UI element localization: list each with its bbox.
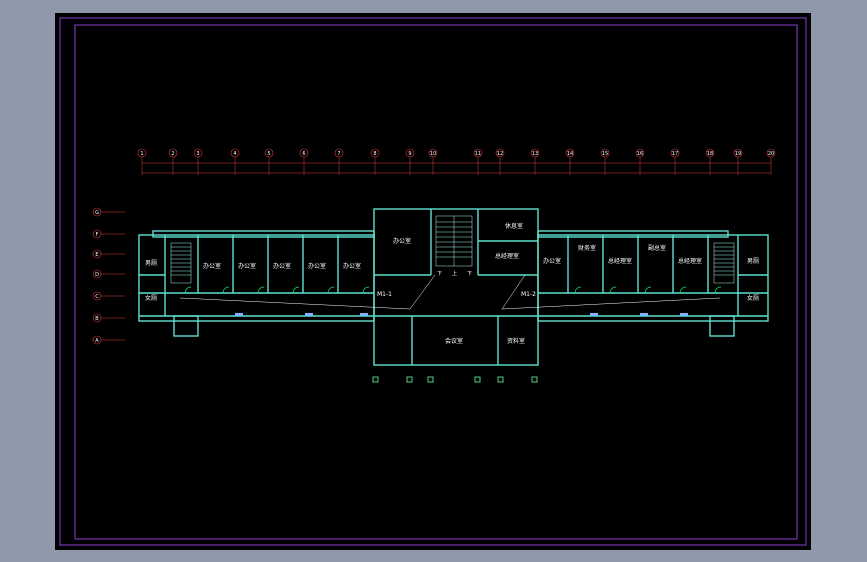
- axis-number-20: 20: [768, 151, 774, 157]
- row-letter-F: F: [96, 232, 99, 238]
- axis-number-12: 12: [497, 151, 503, 157]
- row-letter-E: E: [95, 252, 98, 258]
- room-label-office-4: 办公室: [308, 262, 326, 270]
- row-bubbles: G F E D C B A: [92, 207, 125, 345]
- row-bubble-B: B: [92, 313, 125, 323]
- axis-number-13: 13: [532, 151, 538, 157]
- room-label-office-1: 办公室: [203, 262, 221, 270]
- axis-number-11: 11: [475, 151, 481, 157]
- axis-bubble-18: 18: [705, 148, 715, 175]
- room-label-mens-toilet-left: 男厕: [145, 260, 157, 267]
- axis-bubble-10: 10: [428, 148, 438, 175]
- room-label-office-3: 办公室: [273, 262, 291, 270]
- axis-number-5: 5: [267, 151, 270, 157]
- left-porch: [173, 315, 199, 337]
- room-label-meeting-room: 会议室: [445, 337, 463, 345]
- axis-bubble-5: 5: [264, 148, 274, 175]
- room-label-womens-toilet-left: 女厕: [145, 294, 157, 302]
- axis-number-1: 1: [140, 151, 143, 157]
- center-stair: [435, 215, 473, 267]
- inner-frame: [74, 24, 798, 540]
- axis-bubble-12: 12: [495, 148, 505, 175]
- door-label-right: M1-2: [521, 291, 536, 298]
- row-letter-C: C: [95, 294, 99, 300]
- axis-bubble-9: 9: [405, 148, 415, 175]
- row-letter-D: D: [95, 272, 99, 278]
- axis-bubble-2: 2: [168, 148, 178, 175]
- axis-bubble-17: 17: [670, 148, 680, 175]
- right-wing-north-wall: [537, 230, 729, 238]
- axis-number-2: 2: [171, 151, 174, 157]
- right-wing-outline: [537, 234, 769, 322]
- axis-number-19: 19: [735, 151, 741, 157]
- axis-number-3: 3: [196, 151, 199, 157]
- row-letter-A: A: [95, 338, 99, 344]
- axis-number-8: 8: [373, 151, 376, 157]
- axis-number-15: 15: [602, 151, 608, 157]
- axis-bubble-8: 8: [370, 148, 380, 175]
- windows: [235, 313, 688, 316]
- axis-number-10: 10: [430, 151, 436, 157]
- stair-down-label-2: 下: [467, 271, 472, 277]
- row-bubble-G: G: [92, 207, 125, 217]
- room-label-rest-room: 休息室: [505, 222, 523, 230]
- room-label-center-gm: 总经理室: [495, 252, 519, 260]
- row-letter-B: B: [95, 316, 99, 322]
- axis-number-4: 4: [233, 151, 236, 157]
- row-bubble-A: A: [92, 335, 125, 345]
- room-label-finance: 财务室: [578, 244, 596, 252]
- axis-bubble-14: 14: [565, 148, 575, 175]
- outer-frame: [59, 17, 807, 546]
- axis-bubble-16: 16: [635, 148, 645, 175]
- axis-bubble-6: 6: [299, 148, 309, 175]
- room-label-mens-toilet-right: 男厕: [747, 258, 759, 265]
- axis-bubble-15: 15: [600, 148, 610, 175]
- room-label-office-5: 办公室: [343, 262, 361, 270]
- corridor-guide-lines: [179, 274, 721, 310]
- axis-number-16: 16: [637, 151, 643, 157]
- row-bubble-F: F: [92, 229, 125, 239]
- axis-bubble-11: 11: [473, 148, 483, 175]
- room-label-right-gm-1: 总经理室: [608, 257, 632, 265]
- axis-number-14: 14: [567, 151, 573, 157]
- walls: [138, 208, 769, 366]
- axis-bubble-7: 7: [334, 148, 344, 175]
- room-label-office-2: 办公室: [238, 262, 256, 270]
- left-wing-north-wall: [152, 230, 375, 238]
- axis-number-17: 17: [672, 151, 678, 157]
- axis-bubble-19: 19: [733, 148, 743, 175]
- left-wing-outline: [138, 234, 375, 322]
- stair-down-label: 下: [437, 271, 442, 277]
- axis-number-9: 9: [408, 151, 411, 157]
- row-bubble-E: E: [92, 249, 125, 259]
- door-label-left: M1-1: [377, 291, 392, 298]
- axis-number-7: 7: [337, 151, 340, 157]
- stair-up-label: 上: [452, 270, 457, 277]
- axis-bubble-4: 4: [230, 148, 240, 175]
- room-label-right-gm-2: 总经理室: [678, 257, 702, 265]
- axis-number-18: 18: [707, 151, 713, 157]
- row-bubble-C: C: [92, 291, 125, 301]
- room-label-womens-toilet-right: 女厕: [747, 294, 759, 302]
- room-label-right-office: 办公室: [543, 257, 561, 265]
- row-bubble-D: D: [92, 269, 125, 279]
- room-label-deputy: 副总室: [648, 244, 666, 252]
- axis-bubble-1: 1: [137, 148, 147, 175]
- right-porch: [709, 315, 735, 337]
- columns: [372, 376, 538, 383]
- room-label-center-office: 办公室: [393, 237, 411, 245]
- left-stair: [170, 242, 192, 284]
- axis-bubble-13: 13: [530, 148, 540, 175]
- doors: [184, 286, 722, 294]
- axis-number-6: 6: [302, 151, 305, 157]
- right-stair: [713, 242, 735, 284]
- row-letter-G: G: [95, 210, 99, 216]
- axis-bubble-20: 20: [766, 148, 776, 175]
- axis-bubble-3: 3: [193, 148, 203, 175]
- room-label-archive: 资料室: [507, 337, 525, 345]
